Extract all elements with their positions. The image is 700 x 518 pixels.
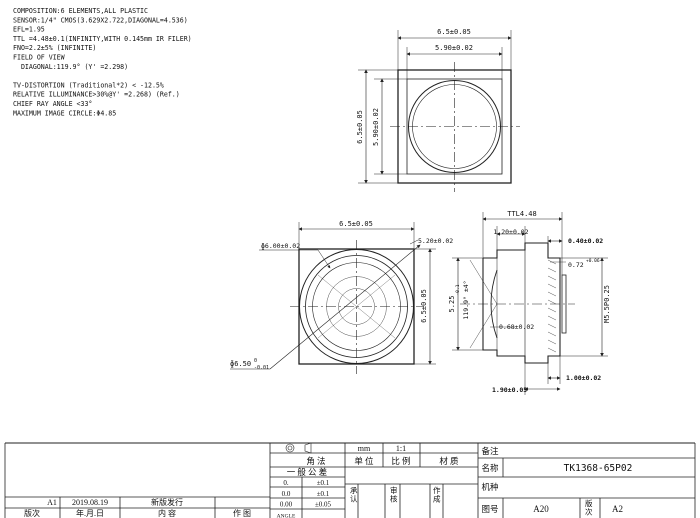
tb-drawing-no-label: 图号 (481, 504, 498, 514)
dim-side-0-72: 0.72 (568, 261, 584, 269)
tb-name-value: TK1368-65P02 (564, 463, 633, 474)
dim-front-height: 6.5±0.05 (420, 289, 428, 323)
rev-row-content: 新版发行 (151, 497, 183, 507)
spec-line: TTL =4.48±0.1(INFINITY,WITH 0.145mm IR F… (13, 35, 192, 43)
tb-version-label: 版次 (585, 498, 593, 516)
tb-angle-label: 角 法 (306, 456, 325, 466)
tol-key: ANGLE (277, 513, 296, 518)
front-view (230, 222, 436, 374)
tb-make-label: 作成 (433, 485, 441, 503)
spec-line: RELATIVE ILLUMINANCE>30%@Y' =2.268) (Ref… (13, 91, 180, 99)
projection-circle-icon (285, 443, 295, 453)
tb-note-label: 备注 (481, 446, 499, 456)
spec-line: FNO=2.2±5% (INFINITE) (13, 44, 96, 52)
tb-version-value: A2 (612, 504, 623, 514)
tol-key: 0.00 (280, 501, 293, 509)
dim-side-0-68: 0.68±0.02 (499, 323, 534, 331)
dim-side-0-72-tol: +0.06 (586, 258, 600, 264)
dim-side-5-25: 5.25 (448, 296, 456, 313)
rev-header-date: 年.月.日 (76, 508, 104, 518)
rev-header-version: 版次 (24, 508, 40, 518)
tol-value: ±0.1 (317, 490, 330, 498)
dim-front-diameter-tol-up: 0 (254, 358, 257, 364)
title-block (4, 442, 696, 518)
dim-side-1-00: 1.00±0.02 (566, 374, 601, 382)
tb-drawing-no-value: A20 (533, 504, 549, 514)
dim-top-height-outer: 6.5±0.05 (356, 110, 364, 144)
top-view (358, 30, 520, 192)
rev-header-author: 作 图 (233, 508, 251, 518)
dim-front-inner-diameter: ɸ6.00±0.02 (261, 242, 300, 250)
dim-front-diameter-tol-down: -0.01 (254, 365, 269, 371)
tb-tolerance-header: 一 般 公 差 (287, 467, 327, 477)
tb-scale-value: 1:1 (396, 444, 406, 453)
rev-header-content: 内 容 (158, 508, 176, 518)
dim-front-corner: 5.20±0.02 (418, 237, 453, 245)
dim-side-5-25-tol: -0.1 (455, 284, 461, 295)
side-view (452, 212, 608, 395)
tb-unit-label: 单 位 (354, 456, 374, 466)
dim-front-width: 6.5±0.05 (339, 220, 373, 228)
dim-top-height-inner: 5.90±0.02 (372, 108, 380, 146)
dim-side-ttl: TTL4.48 (507, 210, 537, 218)
tol-value: ±0.1 (317, 479, 330, 487)
rev-row-date: 2019.08.19 (72, 498, 108, 507)
dim-side-1-90: 1.90±0.05 (492, 386, 527, 394)
tb-name-label: 名称 (481, 463, 499, 473)
dim-front-diameter: ɸ6.50 (230, 360, 251, 368)
spec-line: MAXIMUM IMAGE CIRCLE:Φ4.85 (13, 109, 116, 117)
tb-unit-value: mm (358, 444, 371, 453)
projection-cone-icon (304, 442, 312, 454)
side-view-barrel (482, 242, 561, 364)
tb-check-label: 审核 (390, 485, 398, 503)
dim-side-fov: 119.9° ±4° (462, 280, 470, 319)
spec-line: SENSOR:1/4" CMOS(3.629X2.722,DIAGONAL=4.… (13, 16, 188, 24)
tb-material-label: 材 质 (439, 456, 459, 466)
spec-line: CHIEF RAY ANGLE <33° (13, 100, 92, 108)
rev-row-version: A1 (47, 498, 57, 507)
tb-scale-label: 比 例 (391, 456, 410, 466)
spec-line: FIELD OF VIEW (13, 54, 65, 62)
tol-value: ±0.05 (315, 501, 332, 509)
dim-side-thread: M5.5P0.25 (603, 285, 611, 323)
dim-side-0-40: 0.40±0.02 (568, 237, 603, 245)
tol-key: 0.0 (282, 490, 291, 498)
spec-notes: COMPOSITION:6 ELEMENTS,ALL PLASTICSENSOR… (13, 7, 192, 117)
dim-side-1-20: 1.20±0.02 (493, 228, 528, 236)
spec-line: TV-DISTORTION (Traditional*2) < -12.5% (13, 81, 164, 89)
dim-top-width-outer: 6.5±0.05 (437, 28, 471, 36)
spec-line: COMPOSITION:6 ELEMENTS,ALL PLASTIC (13, 7, 148, 15)
tb-model-label: 机种 (481, 482, 498, 492)
spec-line: DIAGONAL:119.9° (Y' =2.298) (13, 63, 128, 71)
spec-line: EFL=1.95 (13, 26, 45, 34)
side-view-ir-filter (561, 274, 567, 334)
dim-top-width-inner: 5.90±0.02 (435, 44, 473, 52)
tol-key: 0. (283, 479, 289, 487)
tb-approve-label: 承认 (350, 486, 358, 503)
